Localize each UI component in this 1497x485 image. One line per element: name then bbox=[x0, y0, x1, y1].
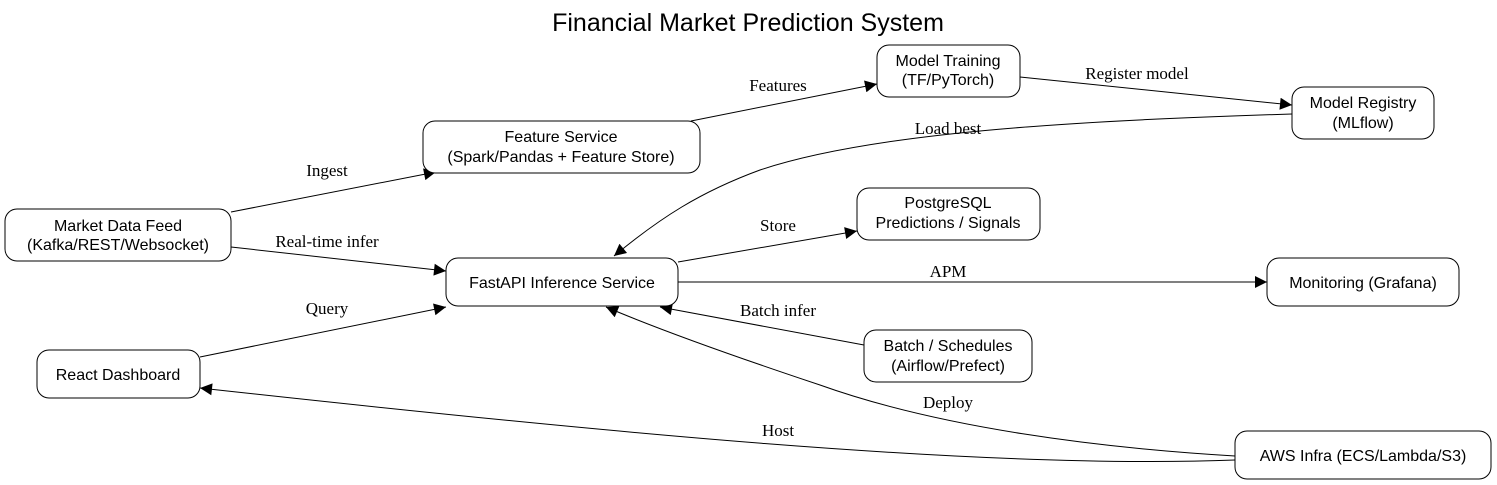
edge-store-line bbox=[677, 227, 858, 263]
edge-features: Features bbox=[690, 76, 878, 122]
node-model-registry-subtitle: (MLflow) bbox=[1332, 115, 1393, 132]
edge-register-model: Register model bbox=[1019, 64, 1293, 110]
node-feature-service-subtitle: (Spark/Pandas + Feature Store) bbox=[447, 149, 674, 166]
edge-ingest: Ingest bbox=[230, 161, 437, 213]
node-market-data-feed-title: Market Data Feed bbox=[54, 218, 182, 235]
edge-query-label: Query bbox=[306, 299, 349, 318]
edge-load-best: Load best bbox=[613, 113, 1293, 257]
edge-realtime-infer-label: Real-time infer bbox=[275, 232, 379, 251]
node-model-registry-title: Model Registry bbox=[1310, 95, 1417, 112]
node-model-training: Model Training (TF/PyTorch) bbox=[876, 44, 1021, 98]
edge-host: Host bbox=[199, 383, 1236, 463]
node-postgresql-subtitle: Predictions / Signals bbox=[876, 215, 1021, 232]
node-postgresql-box bbox=[856, 187, 1041, 241]
edge-realtime-infer: Real-time infer bbox=[230, 232, 447, 276]
edge-deploy: Deploy bbox=[605, 306, 1236, 457]
edge-realtime-infer-line bbox=[230, 246, 447, 276]
node-market-data-feed-box bbox=[4, 208, 232, 262]
edge-features-line bbox=[690, 80, 878, 122]
edge-register-model-line bbox=[1019, 76, 1293, 110]
node-model-training-subtitle: (TF/PyTorch) bbox=[902, 72, 994, 89]
edge-store-label: Store bbox=[760, 216, 796, 235]
node-monitoring-box bbox=[1266, 257, 1460, 307]
edge-load-best-line bbox=[613, 113, 1293, 257]
edge-deploy-line bbox=[605, 306, 1236, 457]
edge-host-line bbox=[199, 383, 1236, 463]
node-postgresql-title: PostgreSQL bbox=[904, 195, 991, 212]
edge-query: Query bbox=[199, 299, 447, 358]
edge-store: Store bbox=[677, 216, 858, 263]
node-react-dashboard: React Dashboard bbox=[36, 349, 201, 399]
node-model-training-box bbox=[876, 44, 1021, 98]
edge-load-best-label: Load best bbox=[915, 119, 982, 138]
edge-host-label: Host bbox=[762, 421, 794, 440]
node-monitoring-title: Monitoring (Grafana) bbox=[1289, 275, 1437, 292]
node-batch-schedules-subtitle: (Airflow/Prefect) bbox=[891, 358, 1005, 375]
edge-batch-infer-line bbox=[659, 303, 865, 346]
node-market-data-feed-subtitle: (Kafka/REST/Websocket) bbox=[27, 237, 209, 254]
node-aws-infra: AWS Infra (ECS/Lambda/S3) bbox=[1234, 430, 1492, 480]
edge-features-label: Features bbox=[749, 76, 807, 95]
edge-batch-infer-label: Batch infer bbox=[740, 301, 816, 320]
node-react-dashboard-box bbox=[36, 349, 201, 399]
edge-query-line bbox=[199, 303, 447, 358]
node-feature-service-box bbox=[422, 120, 701, 174]
edge-ingest-line bbox=[230, 168, 437, 213]
node-model-registry: Model Registry (MLflow) bbox=[1291, 86, 1435, 140]
node-fastapi-inference: FastAPI Inference Service bbox=[445, 257, 679, 307]
edge-batch-infer: Batch infer bbox=[659, 301, 865, 346]
node-feature-service-title: Feature Service bbox=[505, 129, 618, 146]
edge-apm-label: APM bbox=[930, 262, 967, 281]
edge-ingest-label: Ingest bbox=[306, 161, 348, 180]
diagram-title: Financial Market Prediction System bbox=[552, 9, 944, 37]
node-aws-infra-box bbox=[1234, 430, 1492, 480]
node-fastapi-inference-title: FastAPI Inference Service bbox=[469, 275, 655, 292]
node-market-data-feed: Market Data Feed (Kafka/REST/Websocket) bbox=[4, 208, 232, 262]
node-postgresql: PostgreSQL Predictions / Signals bbox=[856, 187, 1041, 241]
node-monitoring: Monitoring (Grafana) bbox=[1266, 257, 1460, 307]
node-feature-service: Feature Service (Spark/Pandas + Feature … bbox=[422, 120, 701, 174]
node-aws-infra-title: AWS Infra (ECS/Lambda/S3) bbox=[1260, 448, 1467, 465]
node-batch-schedules: Batch / Schedules (Airflow/Prefect) bbox=[863, 329, 1033, 383]
node-fastapi-inference-box bbox=[445, 257, 679, 307]
node-react-dashboard-title: React Dashboard bbox=[56, 367, 181, 384]
node-model-training-title: Model Training bbox=[896, 53, 1001, 70]
edge-register-model-label: Register model bbox=[1085, 64, 1189, 83]
node-batch-schedules-title: Batch / Schedules bbox=[884, 338, 1013, 355]
edge-apm: APM bbox=[678, 262, 1267, 288]
node-batch-schedules-box bbox=[863, 329, 1033, 383]
edge-deploy-label: Deploy bbox=[923, 393, 974, 412]
node-model-registry-box bbox=[1291, 86, 1435, 140]
